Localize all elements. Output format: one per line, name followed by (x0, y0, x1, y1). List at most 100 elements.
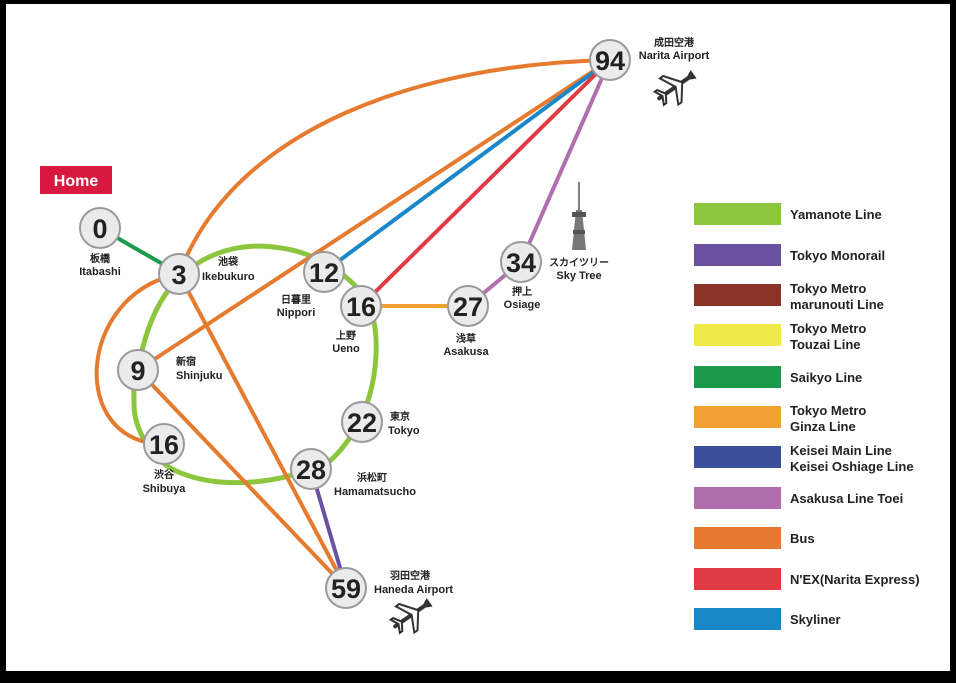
station-en: Narita Airport (639, 50, 710, 62)
legend-label: Yamanote Line (790, 207, 882, 222)
legend-swatch (694, 527, 781, 549)
legend-label: Asakusa Line Toei (790, 491, 903, 506)
station-number: 0 (92, 214, 107, 244)
legend-swatch (694, 568, 781, 590)
route-map: Home 0 板橋 Itabashi 3 池袋 Ikebukuro 12 日暮里… (6, 4, 950, 671)
legend-swatch (694, 406, 781, 428)
station-shibuya: 16 渋谷 Shibuya (143, 423, 187, 495)
legend-label: Tokyo Metro (790, 403, 866, 418)
station-narita: 94 成田空港 Narita Airport (589, 36, 710, 81)
airplane-icon (388, 597, 433, 635)
station-ueno: 16 上野 Ueno (332, 285, 382, 355)
station-en: Hamamatsucho (334, 486, 416, 498)
legend-swatch (694, 244, 781, 266)
legend-swatch (694, 284, 781, 306)
legend-label: Tokyo Metro (790, 281, 866, 296)
station-jp: 日暮里 (281, 293, 311, 306)
station-number: 59 (331, 574, 361, 604)
legend-swatch (694, 446, 781, 468)
legend-label: Keisei Main Line (790, 443, 892, 458)
skytree-icon (572, 182, 586, 250)
bus-ikebukuro-shibuya (94, 272, 180, 446)
keisei-line (519, 59, 612, 263)
nex-line (359, 58, 612, 308)
home-label: Home (54, 173, 99, 190)
station-en: Nippori (277, 307, 316, 319)
skytree: スカイツリー Sky Tree (549, 182, 609, 282)
station-number: 34 (506, 248, 536, 278)
legend-swatch (694, 608, 781, 630)
station-jp: 成田空港 (654, 36, 695, 49)
station-number: 3 (171, 260, 186, 290)
station-number: 16 (149, 430, 179, 460)
legend-swatch (694, 487, 781, 509)
station-number: 94 (595, 46, 625, 76)
station-jp: 羽田空港 (390, 569, 431, 582)
legend-label: N'EX(Narita Express) (790, 572, 920, 587)
legend-item: Asakusa Line Toei (694, 487, 903, 509)
bus-ikebukuro-haneda (177, 273, 348, 589)
station-shinjuku: 9 新宿 Shinjuku (117, 349, 222, 391)
legend-item: Skyliner (694, 608, 841, 630)
legend-item: Saikyo Line (694, 366, 862, 388)
station-jp: 東京 (390, 410, 410, 423)
home-badge: Home (40, 166, 112, 194)
station-jp: 池袋 (218, 255, 239, 268)
skytree-jp: スカイツリー (549, 257, 609, 269)
legend-swatch (694, 203, 781, 225)
skytree-en: Sky Tree (556, 270, 601, 282)
bus-ikebukuro-narita (177, 58, 611, 275)
station-en: Asakusa (443, 346, 489, 358)
station-number: 22 (347, 408, 377, 438)
legend-swatch (694, 324, 781, 346)
legend-label: Ginza Line (790, 419, 856, 434)
station-ikebukuro: 3 池袋 Ikebukuro (158, 253, 255, 295)
station-en: Shibuya (143, 483, 187, 495)
legend-item: N'EX(Narita Express) (694, 568, 920, 590)
legend-label: Saikyo Line (790, 370, 862, 385)
station-jp: 押上 (512, 285, 532, 298)
bus-shinjuku-haneda (136, 368, 348, 590)
station-hamamatsucho: 28 浜松町 Hamamatsucho (290, 448, 416, 498)
airplane-icon (652, 69, 697, 107)
station-jp: 板橋 (90, 252, 111, 265)
station-tokyo: 22 東京 Tokyo (341, 401, 420, 443)
station-en: Tokyo (388, 425, 420, 437)
station-itabashi: 0 板橋 Itabashi (79, 207, 121, 278)
legend-swatch (694, 366, 781, 388)
station-en: Ikebukuro (202, 271, 255, 283)
legend-label: Tokyo Monorail (790, 248, 885, 263)
bus-shinjuku-narita (136, 58, 612, 372)
station-en: Osiage (504, 299, 541, 311)
route-map-svg: Home 0 板橋 Itabashi 3 池袋 Ikebukuro 12 日暮里… (40, 36, 920, 635)
station-en: Itabashi (79, 266, 121, 278)
station-asakusa: 27 浅草 Asakusa (443, 285, 490, 358)
station-number: 9 (130, 356, 145, 386)
station-en: Shinjuku (176, 370, 222, 382)
station-number: 16 (346, 292, 376, 322)
station-en: Haneda Airport (374, 584, 453, 596)
legend-label: Tokyo Metro (790, 321, 866, 336)
station-oshiage: 34 押上 Osiage (500, 241, 542, 311)
station-jp: 新宿 (176, 355, 196, 368)
station-number: 12 (309, 258, 339, 288)
station-haneda: 59 羽田空港 Haneda Airport (325, 567, 453, 609)
legend-label: Bus (790, 531, 815, 546)
station-jp: 浜松町 (357, 471, 387, 484)
station-jp: 浅草 (456, 332, 476, 345)
legend-label: Touzai Line (790, 337, 861, 352)
legend-item: Tokyo Monorail (694, 244, 885, 266)
station-en: Ueno (332, 343, 360, 355)
legend-label: Keisei Oshiage Line (790, 459, 914, 474)
station-jp: 上野 (336, 329, 356, 342)
legend-label: Skyliner (790, 612, 841, 627)
legend-item: Bus (694, 527, 815, 549)
skyliner-line (322, 58, 612, 274)
station-jp: 渋谷 (154, 468, 175, 481)
legend-label: marunouti Line (790, 297, 884, 312)
